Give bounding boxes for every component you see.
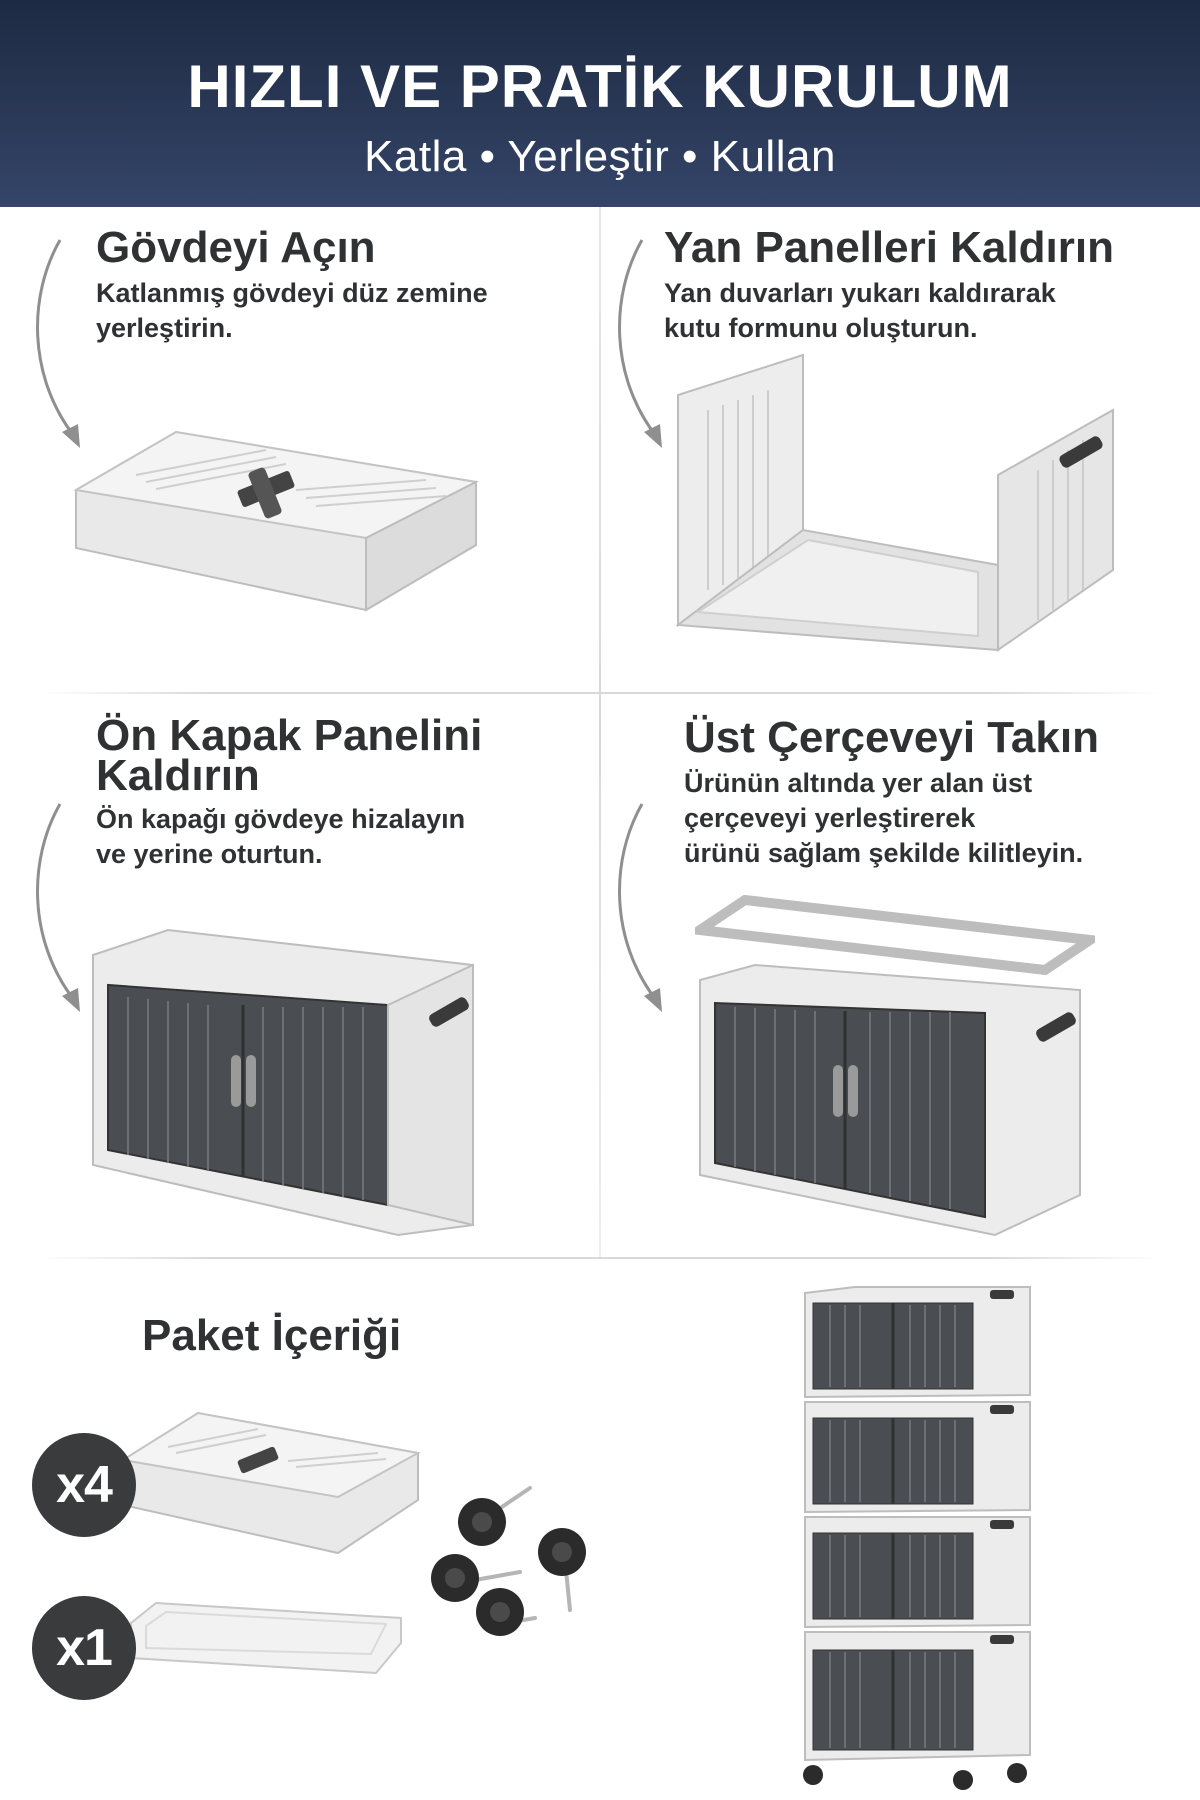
step-title: Gövdeyi Açın bbox=[96, 223, 376, 272]
quantity-badge: x4 bbox=[32, 1433, 136, 1537]
curved-arrow-icon bbox=[618, 239, 662, 448]
page-title: HIZLI VE PRATİK KURULUM bbox=[187, 53, 1013, 120]
step-description: Yan duvarları yukarı kaldırarak kutu for… bbox=[664, 278, 1056, 343]
open-sides-illustration bbox=[675, 353, 1114, 652]
grid-divider-vertical bbox=[599, 207, 601, 1257]
header-banner: HIZLI VE PRATİK KURULUM Katla • Yerleşti… bbox=[0, 0, 1200, 207]
top-frame-icon bbox=[130, 1601, 402, 1675]
caster-wheels-icon bbox=[431, 1486, 586, 1636]
step-lift-side-panels: Yan Panelleri Kaldırın Yan duvarları yuk… bbox=[664, 226, 1184, 346]
page-subtitle: Katla • Yerleştir • Kullan bbox=[364, 132, 836, 181]
front-cover-illustration bbox=[92, 928, 474, 1237]
top-frame-illustration bbox=[695, 895, 1095, 1237]
grid-divider-horizontal-1 bbox=[40, 692, 1160, 694]
step-title: Üst Çerçeveyi Takın bbox=[684, 713, 1099, 762]
curved-arrow-icon bbox=[618, 803, 662, 1012]
quantity-badge: x1 bbox=[32, 1596, 136, 1700]
step-open-body: Gövdeyi Açın Katlanmış gövdeyi düz zemin… bbox=[96, 226, 576, 346]
step-attach-top-frame: Üst Çerçeveyi Takın Ürünün altında yer a… bbox=[684, 716, 1184, 871]
step-title: Yan Panelleri Kaldırın bbox=[664, 223, 1114, 272]
grid-divider-horizontal-2 bbox=[40, 1257, 1160, 1259]
stacked-cabinet-illustration bbox=[803, 1286, 1031, 1790]
folded-box-illustration bbox=[73, 430, 480, 612]
step-description: Ürünün altında yer alan üst çerçeveyi ye… bbox=[684, 768, 1084, 868]
curved-arrow-icon bbox=[36, 239, 80, 448]
folded-box-icon bbox=[120, 1411, 421, 1555]
step-description: Katlanmış gövdeyi düz zemine yerleştirin… bbox=[96, 278, 488, 343]
step-title: Ön Kapak Panelini Kaldırın bbox=[96, 711, 483, 800]
package-contents-title: Paket İçeriği bbox=[142, 1311, 402, 1360]
curved-arrow-icon bbox=[36, 803, 80, 1012]
step-description: Ön kapağı gövdeye hizalayın ve yerine ot… bbox=[96, 804, 466, 869]
step-lift-front-cover: Ön Kapak Panelini Kaldırın Ön kapağı göv… bbox=[96, 711, 576, 872]
